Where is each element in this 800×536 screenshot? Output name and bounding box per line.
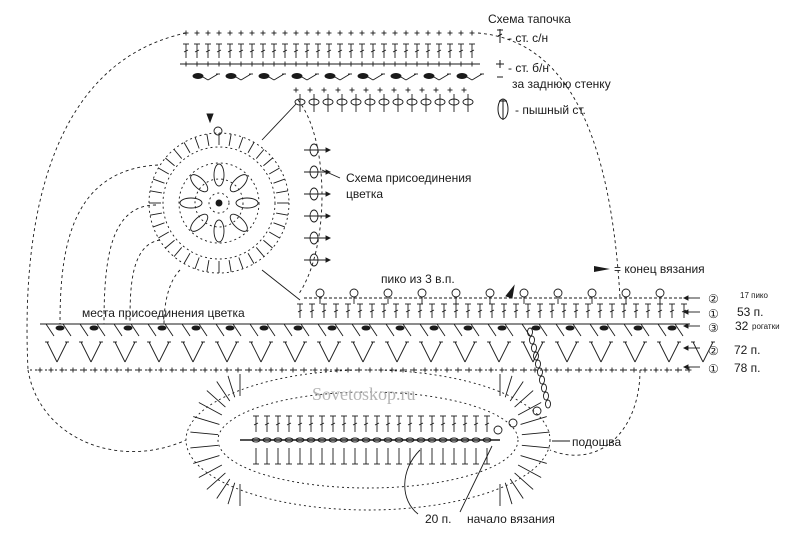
- double-crochet-icon: [497, 29, 503, 43]
- picot-label: пико из 3 в.п.: [381, 272, 455, 286]
- flower-attach-points-label: места присоединения цветка: [82, 306, 245, 320]
- sole-label: подошва: [572, 435, 622, 449]
- legend-double-crochet-text: - ст. с/н: [508, 31, 549, 45]
- flower-join-label-line2: цветка: [346, 187, 384, 201]
- start-count-label: 20 п.: [425, 512, 452, 526]
- puff-stitch-row: [293, 87, 474, 112]
- flower-motif: [148, 113, 290, 274]
- row-72: [45, 341, 715, 363]
- legend-single-crochet-text: - ст. б/н: [508, 61, 549, 75]
- row-label-32: 32: [735, 319, 749, 333]
- legend-back-loop-text: за заднюю стенку: [512, 77, 611, 91]
- puff-stitch-icon: [497, 98, 509, 120]
- row-number-72: ②: [708, 344, 719, 358]
- row-number-32: ③: [708, 321, 719, 335]
- watermark: Sovetoskop.ru: [312, 384, 416, 404]
- single-crochet-back-loop-icon: [496, 60, 504, 78]
- row-rogatki: [40, 323, 690, 337]
- row-78: [30, 367, 692, 373]
- start-label: начало вязания: [467, 512, 555, 526]
- flower-connection: [261, 99, 332, 301]
- row-label-picot: 17 пико: [740, 291, 768, 300]
- row-number-53: ①: [708, 307, 719, 321]
- diagram-title: Схема тапочка: [488, 12, 571, 26]
- row-label-53: 53 п.: [737, 305, 764, 319]
- picot-row: [304, 284, 690, 304]
- legend-puff-stitch-text: - пышный ст.: [515, 103, 586, 117]
- flower-join-label-line1: Схема присоединения: [346, 171, 472, 185]
- row-label-78: 78 п.: [734, 361, 761, 375]
- row-53: [297, 303, 687, 318]
- row-label-72: 72 п.: [734, 343, 761, 357]
- row-label-rogatki: рогатки: [752, 322, 780, 331]
- attach-guides: [26, 32, 641, 456]
- top-band-rows: [180, 30, 484, 81]
- label-pointers: [321, 169, 700, 515]
- end-marker-icon: [594, 266, 610, 272]
- join-chain: [527, 327, 551, 409]
- row-number-picot: ②: [708, 292, 719, 306]
- end-marker-label: = конец вязания: [614, 262, 705, 276]
- row-number-78: ①: [708, 362, 719, 376]
